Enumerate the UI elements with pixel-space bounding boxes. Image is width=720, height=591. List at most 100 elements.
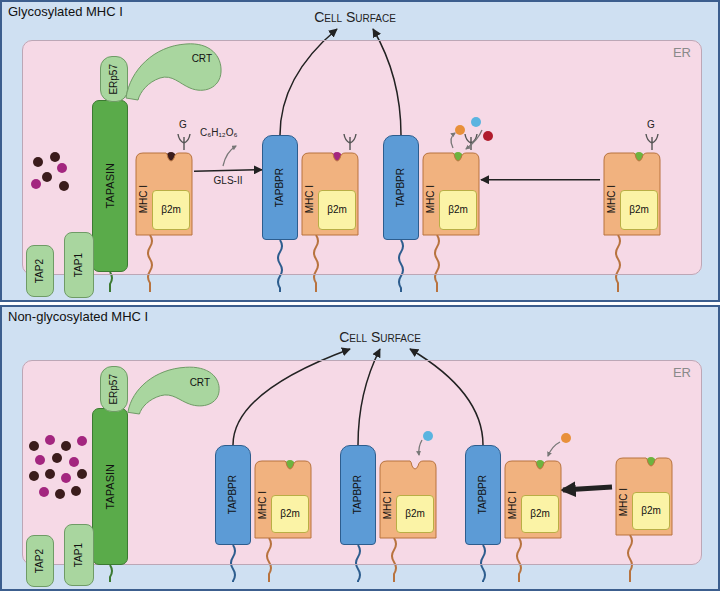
crt-outline <box>128 367 219 414</box>
protein-label: TAPASIN <box>104 163 117 208</box>
protein-label: β2m <box>629 204 649 216</box>
protein-label: MHC I <box>382 491 394 519</box>
protein-label: MHC I <box>618 488 630 516</box>
mhc-outline <box>302 153 358 235</box>
er-ground <box>22 40 702 565</box>
tapbpr-protein: TAPBPR <box>262 135 298 240</box>
enzyme-label: GLS-II <box>214 175 243 186</box>
peptide <box>61 473 71 483</box>
peptide <box>35 455 45 465</box>
exchange-arrow <box>419 440 422 455</box>
peptide <box>50 152 60 162</box>
er-ground <box>22 360 702 565</box>
glucose-mark: G <box>179 119 187 130</box>
mhc-outline <box>136 153 192 235</box>
tapbpr-protein: TAPBPR <box>465 445 501 545</box>
peptide <box>45 469 55 479</box>
region-label: ER <box>673 365 691 380</box>
exchange-arrow <box>451 133 455 148</box>
tapasin-protein: TAPASIN <box>92 408 128 565</box>
tap-transporter: TAP2 <box>26 245 54 297</box>
cell-surface-label: Cell Surface <box>314 9 396 25</box>
beta2m-subunit: β2m <box>521 495 559 533</box>
protein-label: TAPBPR <box>227 475 239 514</box>
protein-label: β2m <box>641 505 661 517</box>
panel-frame: Glycosylated MHC I ER TAPASIN ERp57 CRT MHC I… <box>0 0 720 302</box>
beta2m-subunit: β2m <box>318 190 356 230</box>
peptide <box>42 172 52 182</box>
protein-label: β2m <box>161 204 181 216</box>
tapasin-protein: TAPASIN <box>92 100 128 272</box>
glycan-symbol <box>344 134 356 150</box>
calreticulin-protein: CRT <box>126 364 222 414</box>
peptide <box>483 131 493 141</box>
membrane-tail <box>278 240 282 292</box>
panel-ground <box>0 0 720 302</box>
beta2m-subunit: β2m <box>632 492 670 530</box>
exchange-arrow <box>223 130 560 456</box>
membrane-tail <box>616 235 620 292</box>
protein-label: MHC I <box>304 185 316 213</box>
protein-label: TAP2 <box>34 549 46 573</box>
protein-label: TAPBPR <box>477 475 489 514</box>
crt-outline <box>126 44 221 100</box>
protein-label: MHC I <box>425 185 437 213</box>
region-label: ER <box>673 45 691 60</box>
glucose-mark: G <box>647 119 655 130</box>
peptide <box>57 163 67 173</box>
peptide <box>31 179 41 189</box>
membrane-tail <box>110 235 632 582</box>
cell-surface-target: Cell Surface <box>320 326 440 349</box>
protein-label: ERp57 <box>108 64 120 95</box>
peptide <box>39 487 49 497</box>
flow-arrow <box>563 487 612 490</box>
mhc-outline <box>423 153 479 235</box>
beta2m-subunit: β2m <box>620 190 658 230</box>
peptide <box>561 433 571 443</box>
erp57-protein: ERp57 <box>100 56 128 102</box>
peptide <box>423 431 433 441</box>
exchange-arrow <box>548 442 560 456</box>
er-region: ERTAPASINERp57CRTMHC Iβ2mTAPBPRMHC Iβ2mT… <box>22 40 702 275</box>
panel-title: Non-glycosylated MHC I <box>8 309 148 324</box>
beta2m-subunit: β2m <box>439 190 477 230</box>
protein-label: ERp57 <box>108 374 120 405</box>
membrane-tail <box>148 235 152 292</box>
protein-label: TAPBPR <box>395 168 407 207</box>
calreticulin-protein: CRT <box>124 40 224 100</box>
sugar-formula: C₆H₁₂O₆ <box>200 127 238 138</box>
panel-title: Glycosylated MHC I <box>8 4 123 19</box>
beta2m-subunit: β2m <box>396 495 434 533</box>
protein-label: CRT <box>192 53 212 65</box>
tapbpr-protein: TAPBPR <box>215 445 251 545</box>
cell-surface-label: Cell Surface <box>339 329 421 345</box>
flow-arrow <box>373 29 401 135</box>
flow-arrow <box>233 349 350 445</box>
protein-label: TAP2 <box>34 259 46 283</box>
protein-label: TAPBPR <box>352 475 364 514</box>
peptide <box>55 489 65 499</box>
membrane-tail <box>435 235 439 292</box>
protein-label: β2m <box>530 508 550 520</box>
protein-label: TAP1 <box>73 543 85 567</box>
glycan-symbol <box>646 134 658 150</box>
crt-outline <box>124 40 224 100</box>
peptide <box>61 441 71 451</box>
protein-label: β2m <box>405 508 425 520</box>
peptide <box>29 471 39 481</box>
flow-arrow <box>410 349 483 445</box>
er-region: ER TAPASIN ERp57 CRT TAPBPR MHC I β2m TAPBPR MHC… <box>22 360 702 565</box>
tap-transporter: TAP1 <box>64 524 94 586</box>
protein-label: CRT <box>190 377 210 389</box>
membrane-tail <box>231 545 235 582</box>
mhc-outline <box>255 461 311 538</box>
flow-arrow <box>358 349 380 445</box>
peptide <box>77 436 87 446</box>
protein-label: MHC I <box>507 491 519 519</box>
tap-transporter: TAP2 <box>26 535 54 587</box>
protein-label: TAP1 <box>73 253 85 277</box>
peptide <box>455 125 465 135</box>
membrane-tail <box>267 538 271 582</box>
flow-arrow <box>481 179 600 181</box>
